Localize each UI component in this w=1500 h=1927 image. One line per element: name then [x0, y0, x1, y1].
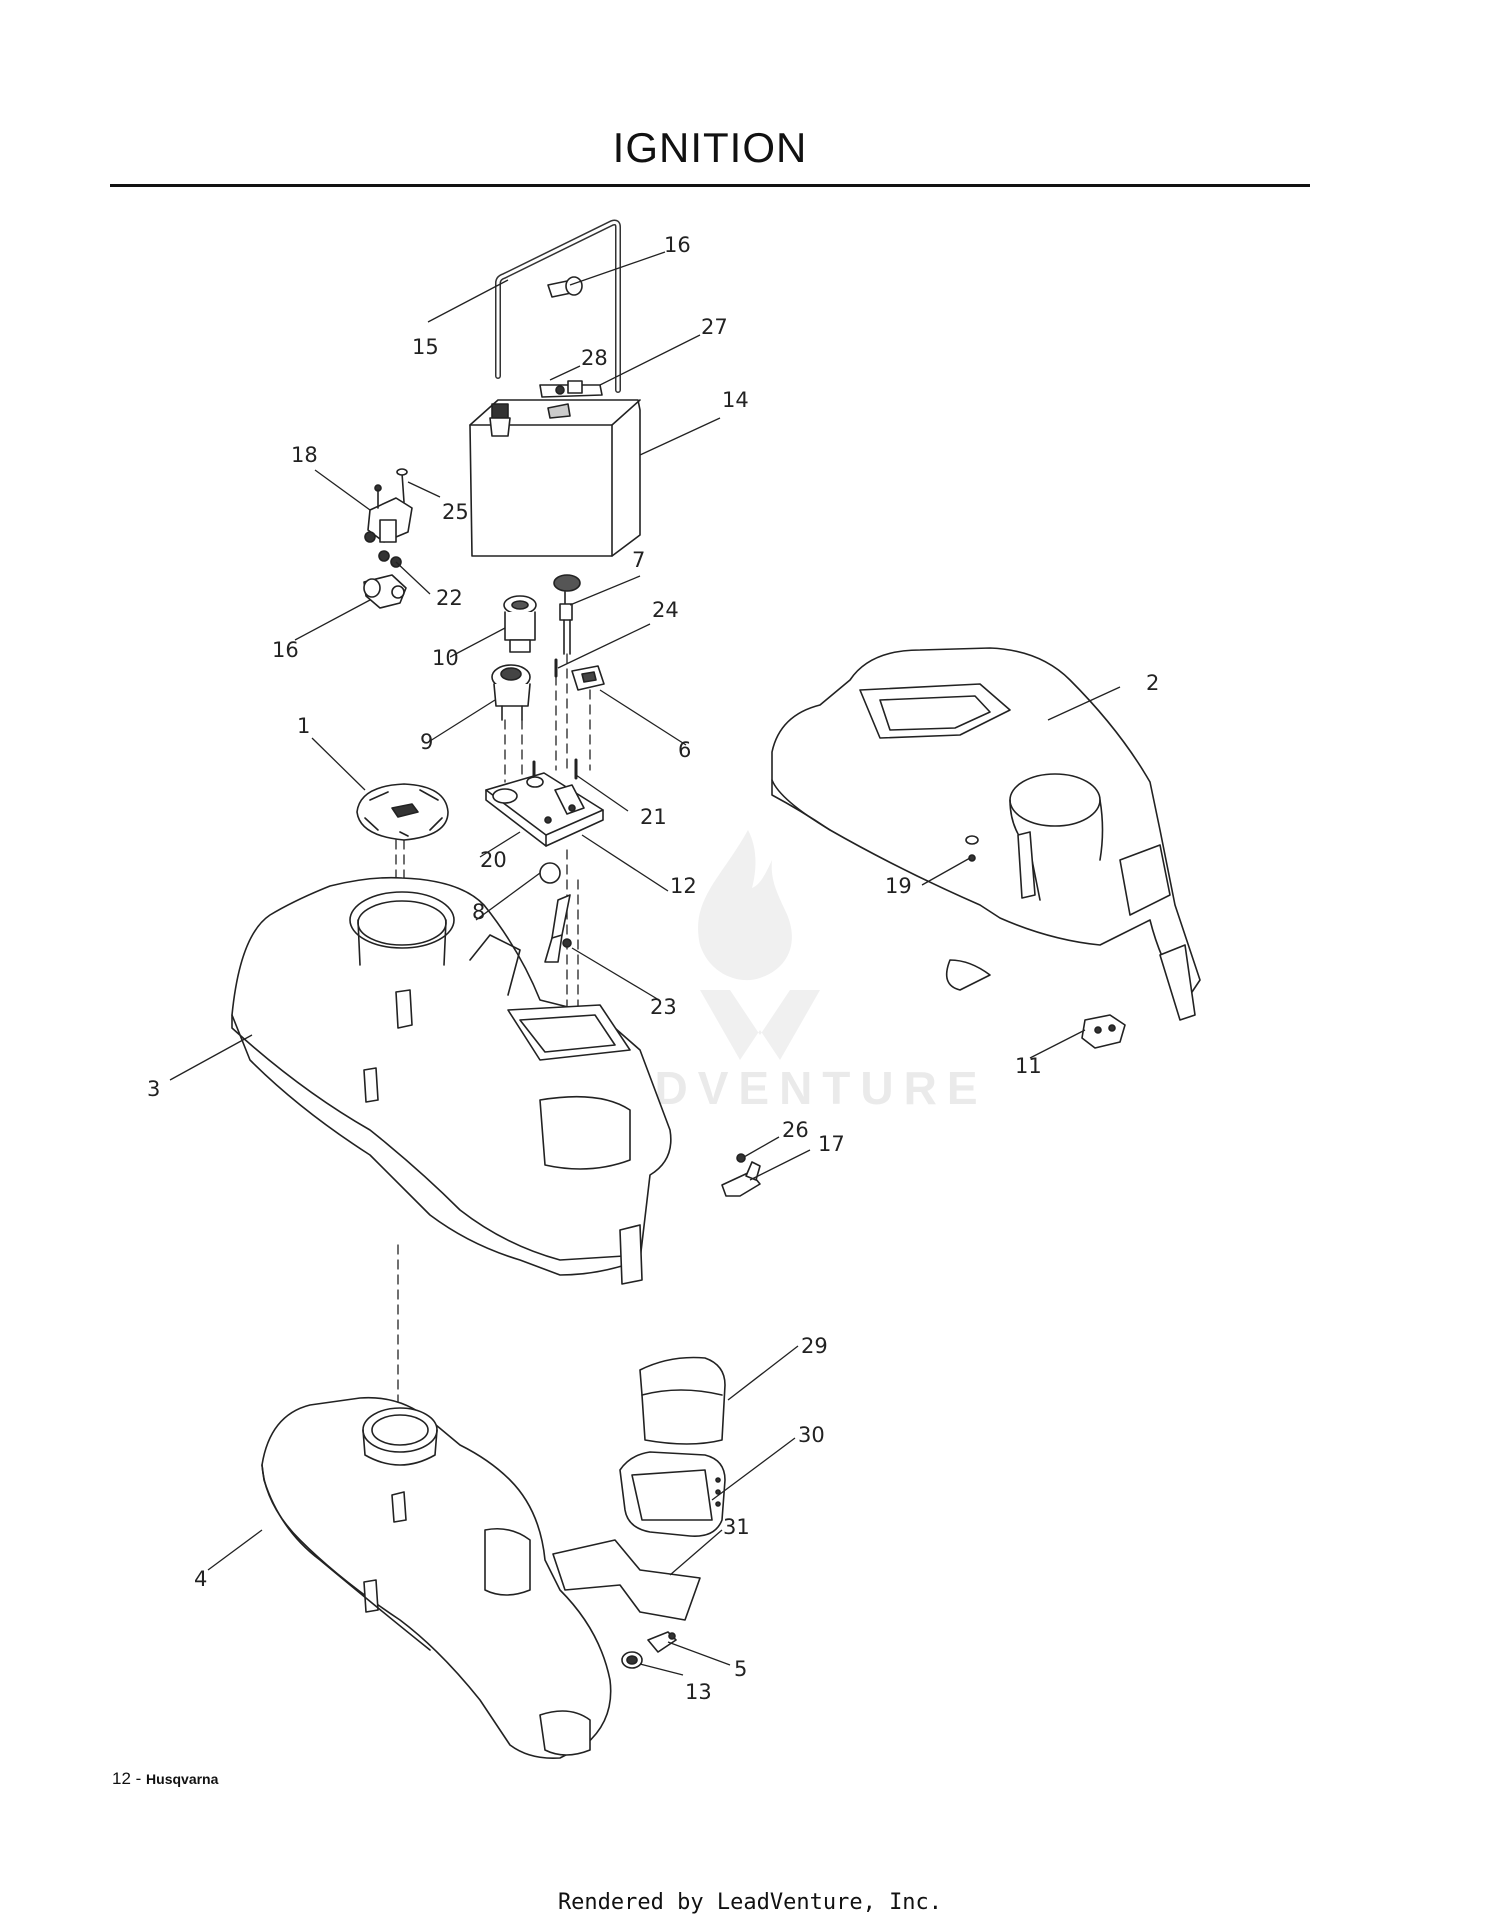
callout-25: 25 [442, 500, 469, 524]
callout-18: 18 [291, 443, 318, 467]
callout-23: 23 [650, 995, 677, 1019]
callout-29: 29 [801, 1334, 828, 1358]
part-6-cover [571, 665, 605, 691]
part-7-knob [553, 574, 581, 655]
part-11-relay [1081, 1014, 1126, 1049]
part-17-switch [721, 1153, 761, 1197]
brand-name: Husqvarna [146, 1771, 219, 1787]
callout-10: 10 [432, 646, 459, 670]
callout-2: 2 [1146, 671, 1159, 695]
part-31-shield [552, 1539, 701, 1621]
parts [231, 219, 1201, 1760]
part-18-solenoid [364, 484, 413, 543]
callout-13: 13 [685, 1680, 712, 1704]
callout-24: 24 [652, 598, 679, 622]
watermark-flame-icon [698, 830, 792, 981]
part-27-28-terminal [539, 380, 603, 398]
part-25-screw [396, 468, 408, 503]
page-footer: 12 - Husqvarna [112, 1769, 218, 1789]
part-12-bracket [485, 772, 604, 847]
title-rule [110, 184, 1310, 187]
callout-28: 28 [581, 346, 608, 370]
callout-27: 27 [701, 315, 728, 339]
part-13-grommet [621, 1651, 643, 1669]
callout-5: 5 [734, 1657, 747, 1681]
part-8-cable [539, 862, 571, 963]
page-title: IGNITION [612, 124, 808, 171]
watermark-v-icon [700, 990, 820, 1060]
callout-20: 20 [480, 848, 507, 872]
part-14-battery [469, 399, 641, 557]
part-5-fitting [647, 1631, 677, 1653]
page-number: 12 - [112, 1769, 147, 1788]
callout-9: 9 [420, 730, 433, 754]
rendered-by-credit: Rendered by LeadVenture, Inc. [557, 1890, 943, 1915]
part-3-fender [231, 876, 672, 1285]
part-29-cap [639, 1356, 726, 1445]
leader-lines [169, 251, 1121, 1676]
callout-6: 6 [678, 738, 691, 762]
callouts: 15 16 27 28 14 18 25 22 16 7 10 24 9 6 1… [147, 233, 1159, 1704]
part-23-nut [562, 938, 572, 948]
callout-16-top: 16 [664, 233, 691, 257]
callout-31: 31 [723, 1515, 750, 1539]
part-2-side-cover [771, 647, 1201, 1021]
part-10-switch [503, 595, 537, 653]
part-22-nuts [378, 550, 402, 568]
callout-12: 12 [670, 874, 697, 898]
callout-15: 15 [412, 335, 439, 359]
part-9-ignition-switch [491, 664, 531, 721]
callout-17: 17 [818, 1132, 845, 1156]
part-30-bezel [619, 1451, 726, 1537]
callout-19: 19 [885, 874, 912, 898]
callout-30: 30 [798, 1423, 825, 1447]
callout-16-lower: 16 [272, 638, 299, 662]
callout-1: 1 [297, 714, 310, 738]
callout-21: 21 [640, 805, 667, 829]
part-4-fuel-tank [261, 1396, 612, 1760]
part-16-lower-clamp [363, 574, 407, 609]
part-16-top-clamp [547, 276, 583, 298]
part-1-fuel-cap [356, 783, 449, 841]
callout-3: 3 [147, 1077, 160, 1101]
callout-11: 11 [1015, 1054, 1042, 1078]
callout-26: 26 [782, 1118, 809, 1142]
callout-7: 7 [632, 548, 645, 572]
callout-4: 4 [194, 1567, 207, 1591]
callout-14: 14 [722, 388, 749, 412]
callout-8: 8 [472, 900, 485, 924]
callout-22: 22 [436, 586, 463, 610]
